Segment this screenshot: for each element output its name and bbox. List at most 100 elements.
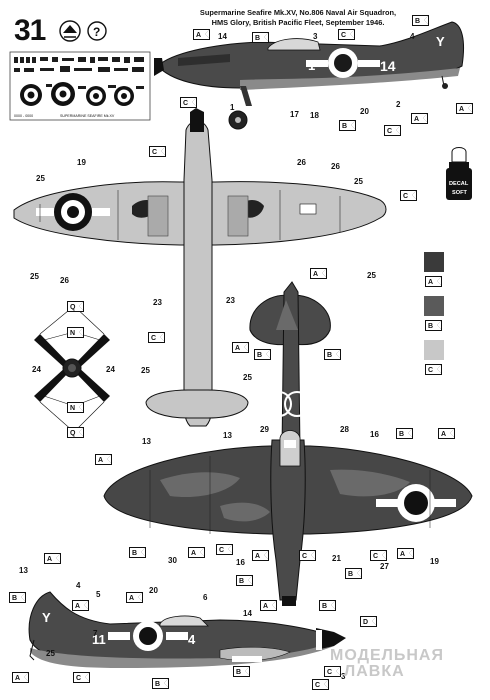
color-callout: A — [44, 553, 61, 564]
color-callout: C — [180, 97, 197, 108]
color-swatches — [424, 252, 444, 360]
part-number: 5 — [96, 590, 101, 599]
decal-softener-bottle: DECAL SOFT — [446, 147, 472, 200]
part-number: 4 — [410, 32, 415, 41]
color-callout: C — [312, 679, 329, 690]
part-number: 16 — [370, 430, 379, 439]
color-callout: C — [73, 672, 90, 683]
color-callout: A — [95, 454, 112, 465]
part-number: 21 — [332, 554, 341, 563]
svg-text:?: ? — [93, 25, 100, 39]
color-callout: A — [193, 29, 210, 40]
part-number: 25 — [354, 177, 363, 186]
part-number: 13 — [19, 566, 28, 575]
color-callout: B — [339, 120, 356, 131]
color-callout: C — [384, 125, 401, 136]
color-callout: B — [9, 592, 26, 603]
color-callout: A — [310, 268, 327, 279]
part-number: 25 — [243, 373, 252, 382]
color-callout: C — [324, 666, 341, 677]
part-number: 25 — [141, 366, 150, 375]
swatch-code-a: A — [425, 276, 442, 287]
part-number: 26 — [331, 162, 340, 171]
color-callout: N — [67, 402, 84, 413]
color-callout: A — [232, 342, 249, 353]
color-callout: B — [412, 15, 429, 26]
color-callout: N — [67, 327, 84, 338]
glue-icon — [59, 20, 81, 42]
bottom-tail-letter: Y — [42, 610, 51, 625]
part-number: 19 — [77, 158, 86, 167]
watermark: МОДЕЛЬНАЯ ЛАВКА — [330, 648, 444, 680]
bottom-fuselage-code: 4 — [188, 632, 196, 647]
color-callout: A — [126, 592, 143, 603]
part-number: 30 — [168, 556, 177, 565]
part-number: 26 — [297, 158, 306, 167]
part-number: 1 — [230, 103, 235, 112]
side-view-top: 1 14 Y — [154, 21, 465, 130]
swatch-c — [424, 340, 444, 360]
color-callout: B — [233, 666, 250, 677]
color-callout: B — [345, 568, 362, 579]
color-callout: A — [456, 103, 473, 114]
watermark-line-1: МОДЕЛЬНАЯ — [330, 647, 444, 664]
color-callout: C — [149, 146, 166, 157]
part-number: 25 — [30, 272, 39, 281]
help-icon: ? — [87, 21, 107, 41]
top-fuselage-number: 1 — [308, 58, 315, 73]
color-callout: C — [338, 29, 355, 40]
top-tail-letter: Y — [436, 34, 445, 49]
color-callout: A — [260, 600, 277, 611]
swatch-a — [424, 252, 444, 272]
color-callout: C — [148, 332, 165, 343]
color-callout: B — [324, 349, 341, 360]
color-callout: A — [188, 547, 205, 558]
title-line-1: Supermarine Seafire Mk.XV, No.806 Naval … — [199, 8, 397, 17]
part-number: 14 — [218, 32, 227, 41]
color-callout: C — [370, 550, 387, 561]
part-number: 28 — [340, 425, 349, 434]
title-line-2: HMS Glory, British Pacific Fleet, Septem… — [211, 18, 385, 27]
part-number: 16 — [236, 558, 245, 567]
part-number: 6 — [203, 593, 208, 602]
decal-sheet-thumbnail: 0000 - 0000 SUPERMARINE SEAFIRE Mk.XV — [9, 51, 151, 121]
color-callout: B — [319, 600, 336, 611]
part-number: 26 — [60, 276, 69, 285]
decal-bottle-label-2: SOFT — [452, 190, 467, 196]
top-fuselage-code: 14 — [380, 58, 396, 74]
color-callout: A — [411, 113, 428, 124]
part-number: 13 — [142, 437, 151, 446]
part-number: 20 — [149, 586, 158, 595]
part-number: 14 — [243, 609, 252, 618]
swatch-code-c: C — [425, 364, 442, 375]
aircraft-title: Supermarine Seafire Mk.XV, No.806 Naval … — [178, 8, 418, 28]
color-callout: A — [252, 550, 269, 561]
color-callout: C — [400, 190, 417, 201]
part-number: 3 — [341, 672, 346, 681]
color-callout: B — [254, 349, 271, 360]
decal-sheet-code: 0000 - 0000 — [14, 114, 33, 118]
color-callout: A — [72, 600, 89, 611]
underside-view — [13, 108, 387, 427]
color-callout: A — [397, 548, 414, 559]
color-callout: Q — [67, 301, 84, 312]
part-number: 23 — [226, 296, 235, 305]
decal-sheet-caption: SUPERMARINE SEAFIRE Mk.XV — [60, 114, 115, 118]
part-number: 29 — [260, 425, 269, 434]
part-number: 4 — [76, 581, 81, 590]
decal-bottle-label: DECAL — [449, 181, 469, 187]
color-callout: A — [438, 428, 455, 439]
part-number: 23 — [153, 298, 162, 307]
part-number: 25 — [36, 174, 45, 183]
step-number: 31 — [14, 14, 46, 47]
color-callout: Q — [67, 427, 84, 438]
color-callout: B — [236, 575, 253, 586]
color-callout: B — [252, 32, 269, 43]
part-number: 24 — [106, 365, 115, 374]
color-callout: A — [12, 672, 29, 683]
part-number: 24 — [32, 365, 41, 374]
swatch-b — [424, 296, 444, 316]
side-view-bottom: 11 4 Y — [28, 591, 346, 668]
part-number: 3 — [313, 32, 318, 41]
